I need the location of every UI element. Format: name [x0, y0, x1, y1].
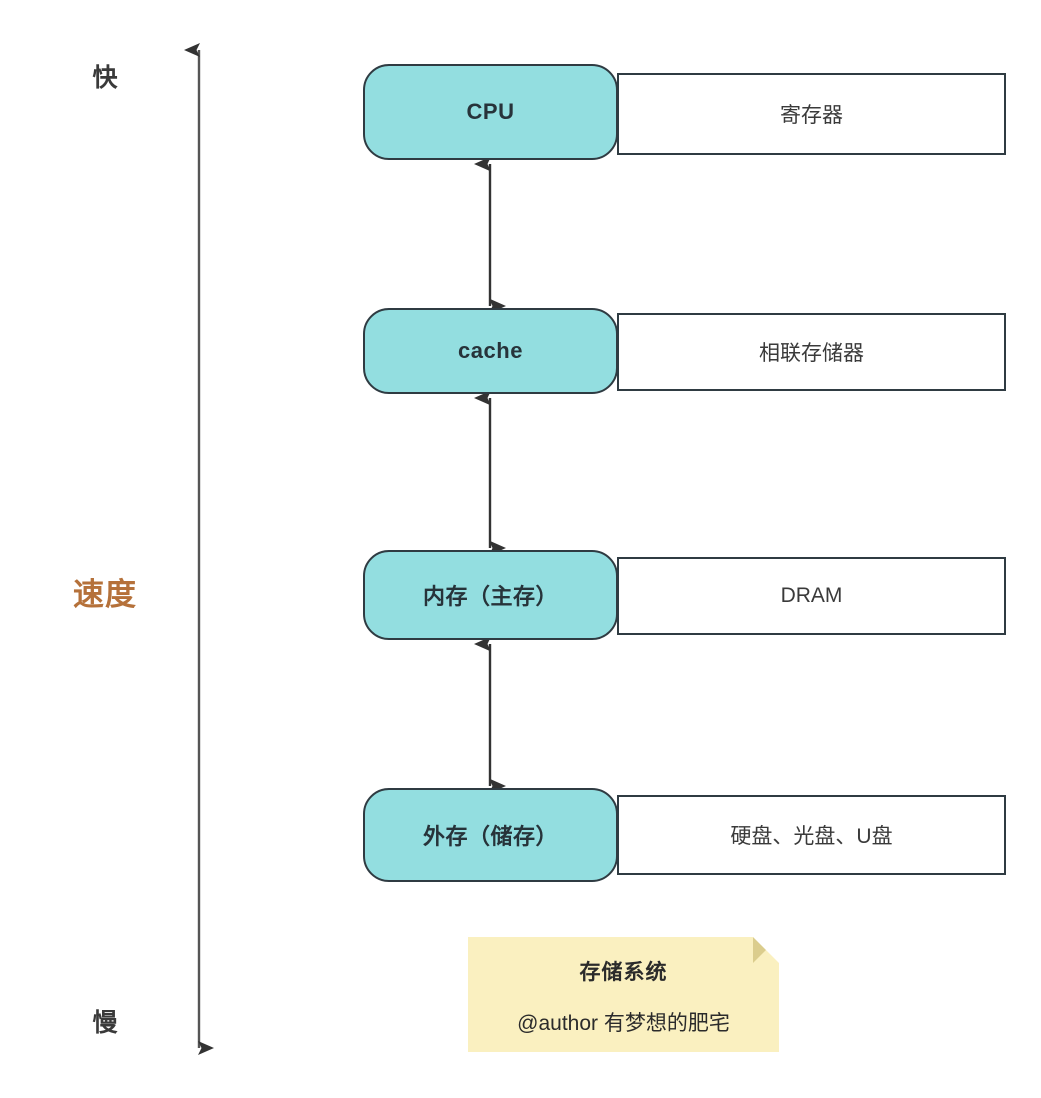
tier-box-memory[interactable]: 内存（主存） [363, 550, 618, 640]
sticky-note-title: 存储系统 [579, 961, 668, 984]
tier-description-cache[interactable]: 相联存储器 [617, 313, 1006, 391]
tier-description-memory[interactable]: DRAM [617, 557, 1006, 635]
axis-label-speed: 速度 [73, 577, 137, 612]
connector-memory-storage [474, 636, 506, 794]
sticky-note-fold-icon [753, 937, 779, 963]
tier-box-cache[interactable]: cache [363, 308, 618, 394]
connector-cache-memory [474, 390, 506, 556]
tier-box-cpu[interactable]: CPU [363, 64, 618, 160]
connector-cpu-cache [474, 156, 506, 314]
axis-label-slow: 慢 [92, 1009, 118, 1037]
tier-description-storage[interactable]: 硬盘、光盘、U盘 [617, 795, 1006, 875]
sticky-note: 存储系统 @author 有梦想的肥宅 [468, 937, 779, 1052]
tier-box-storage[interactable]: 外存（储存） [363, 788, 618, 882]
tier-description-cpu[interactable]: 寄存器 [617, 73, 1006, 155]
sticky-note-author: @author 有梦想的肥宅 [517, 1012, 730, 1035]
axis-label-fast: 快 [92, 64, 118, 92]
speed-axis-arrow [184, 43, 214, 1055]
